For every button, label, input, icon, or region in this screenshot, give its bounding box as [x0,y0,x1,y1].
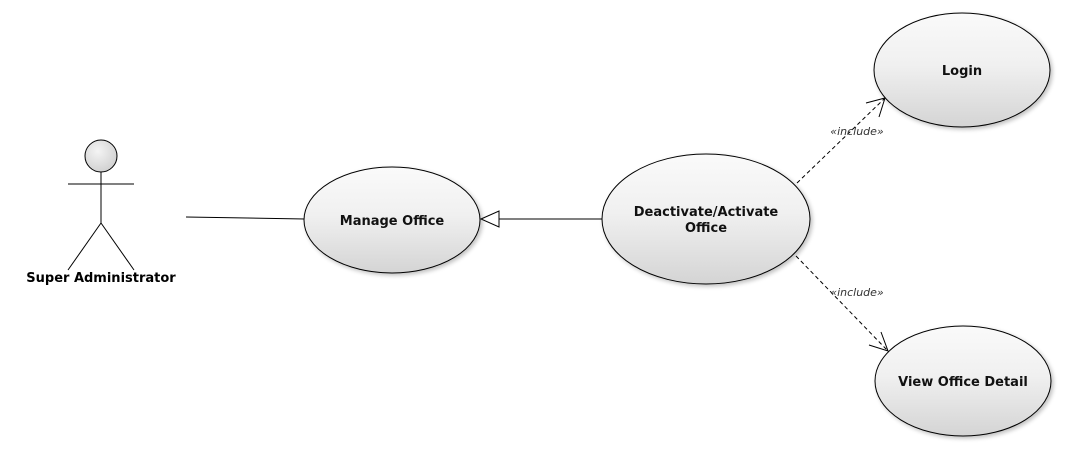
use-case-deactivate-activate-office[interactable]: Deactivate/Activate Office [601,153,811,285]
include-label-login: «include» [830,125,884,138]
use-case-manage-office-label: Manage Office [340,214,445,229]
actor-super-administrator[interactable]: Super Administrator [26,139,176,286]
use-case-deactivate-activate-office-label-line1: Deactivate/Activate [634,205,779,220]
actor-right-leg [100,222,135,271]
association-line [185,216,306,220]
use-case-login[interactable]: Login [873,12,1051,128]
actor-label: Super Administrator [26,271,176,286]
generalization-arrowhead [479,210,500,228]
include-line-view [795,255,888,351]
use-case-deactivate-activate-office-shape [601,153,811,285]
use-case-view-office-detail-label: View Office Detail [898,375,1028,390]
use-case-login-label: Login [942,64,982,79]
use-case-deactivate-activate-office-label-line2: Office [685,221,727,236]
use-case-manage-office[interactable]: Manage Office [303,166,481,274]
use-case-view-office-detail-shape [874,325,1052,437]
include-line-login [796,98,885,184]
use-case-view-office-detail[interactable]: View Office Detail [874,325,1052,437]
actor-left-leg [67,222,102,271]
include-arrowhead-view [868,331,889,352]
use-case-manage-office-shape [303,166,481,274]
include-label-view: «include» [830,286,884,299]
actor-head [84,139,118,173]
use-case-login-shape [873,12,1051,128]
